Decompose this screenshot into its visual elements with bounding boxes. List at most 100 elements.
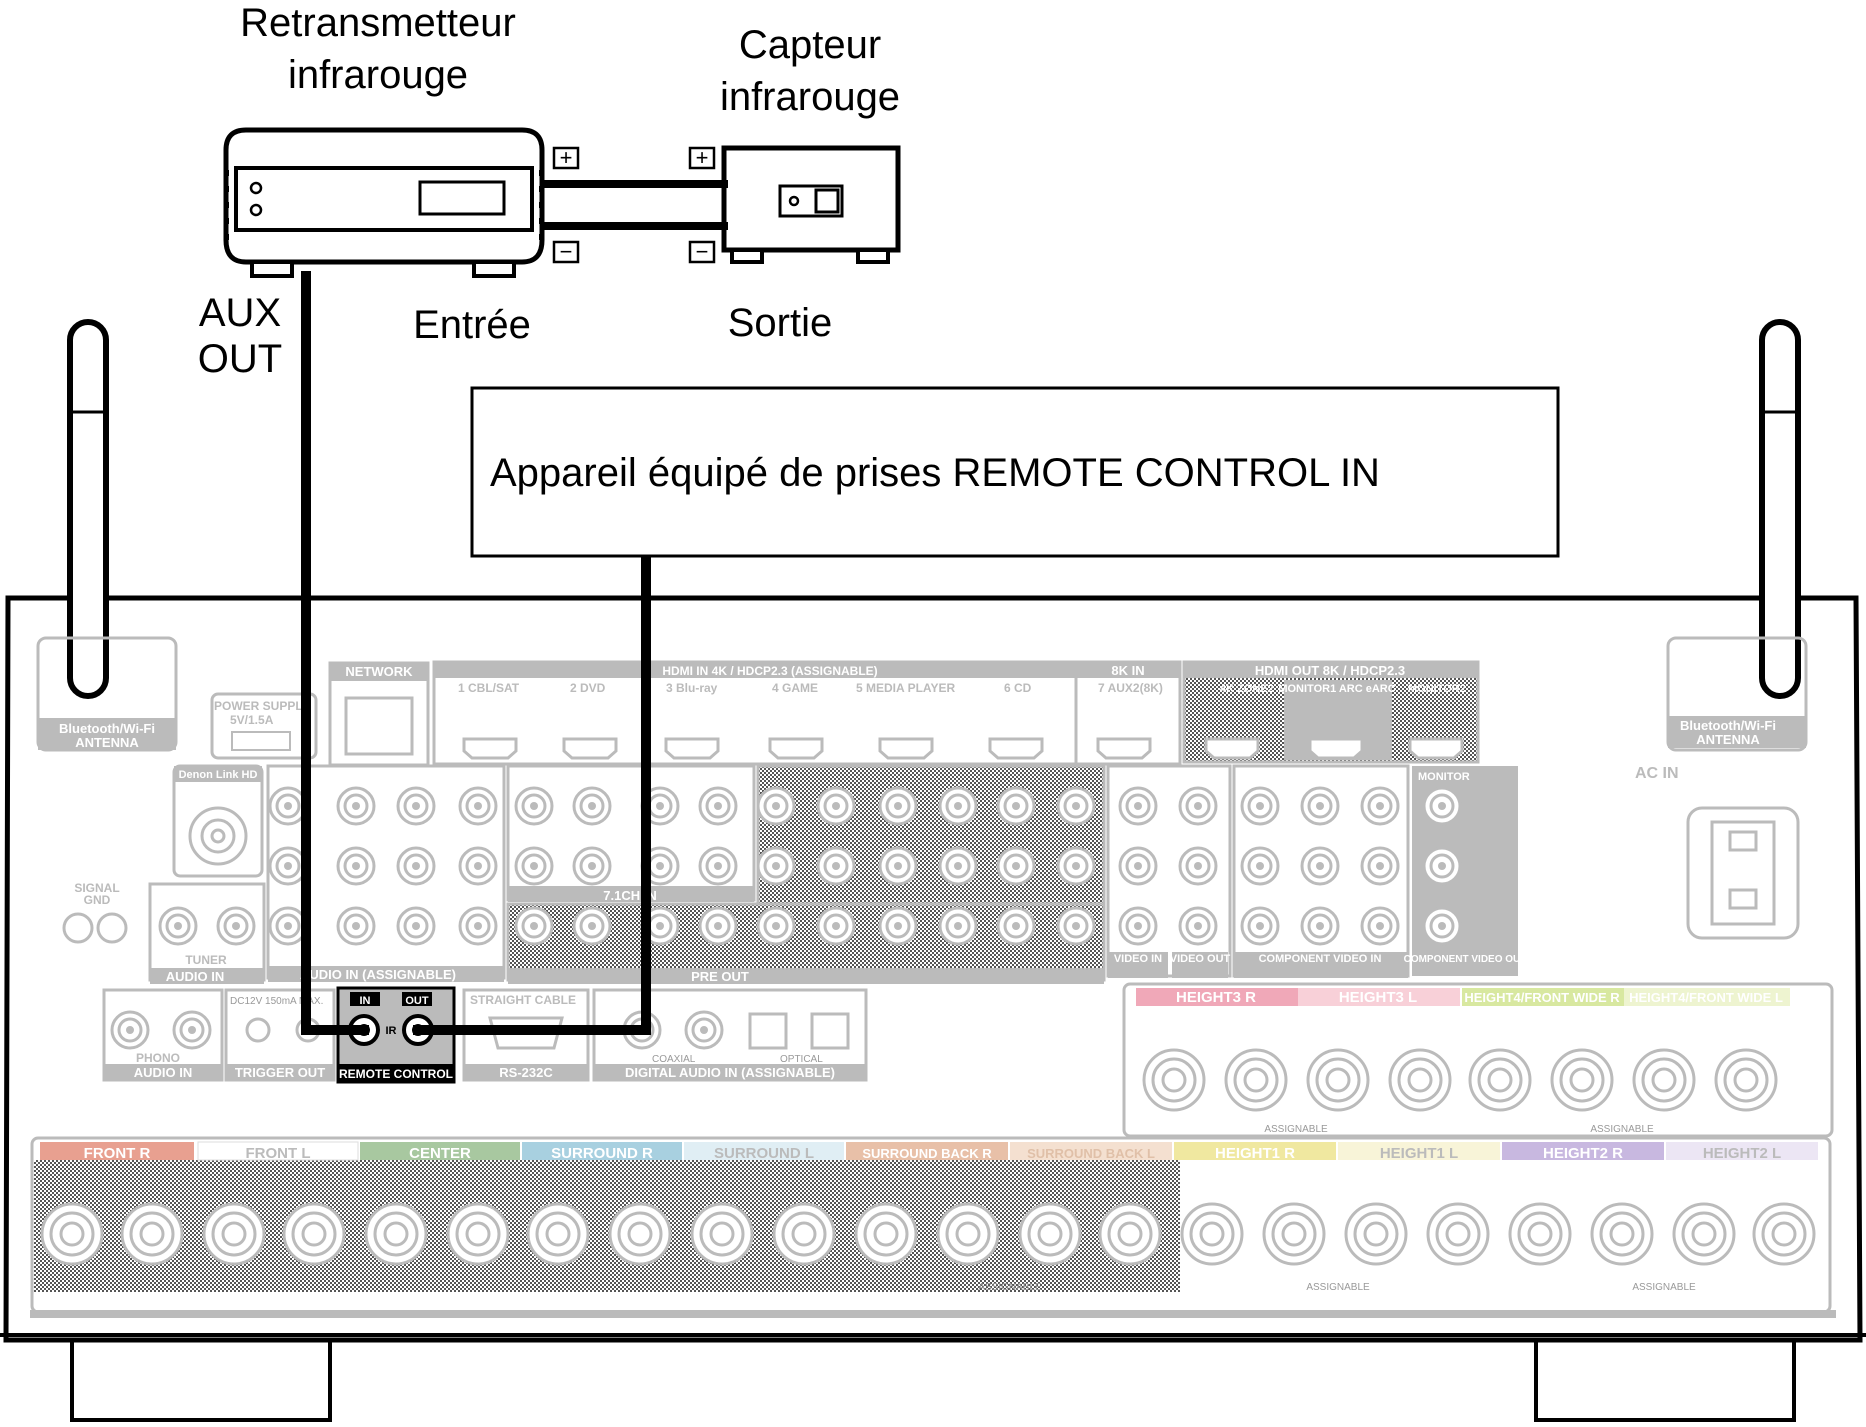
network-section: NETWORK POWER SUPPLY 5V/1.5A Denon Link … — [62, 661, 430, 944]
svg-text:AUDIO IN: AUDIO IN — [166, 969, 225, 984]
svg-text:IR: IR — [386, 1025, 397, 1037]
ac-in-label: AC IN — [1635, 765, 1679, 782]
terminal-markers: + − + − — [552, 145, 716, 264]
svg-text:HEIGHT2 R: HEIGHT2 R — [1543, 1145, 1623, 1162]
svg-text:HEIGHT4/FRONT WIDE R: HEIGHT4/FRONT WIDE R — [1464, 990, 1620, 1005]
svg-text:DC12V 150mA MAX.: DC12V 150mA MAX. — [230, 996, 323, 1007]
svg-text:SURROUND BACK R: SURROUND BACK R — [862, 1146, 992, 1161]
svg-text:Denon Link HD: Denon Link HD — [179, 769, 258, 781]
device-box-label: Appareil équipé de prises REMOTE CONTROL… — [490, 451, 1380, 495]
svg-text:GND: GND — [84, 893, 111, 907]
aux-out-to-remote-in-cable — [301, 271, 369, 1035]
svg-text:MONITOR: MONITOR — [1418, 771, 1470, 783]
svg-text:VIDEO OUT: VIDEO OUT — [1170, 953, 1231, 965]
svg-text:TRIGGER OUT: TRIGGER OUT — [235, 1065, 325, 1080]
svg-text:ASSIGNABLE: ASSIGNABLE — [1264, 1124, 1328, 1135]
svg-text:VIDEO IN: VIDEO IN — [1114, 953, 1162, 965]
ir-retransmitter-label: Retransmetteur — [240, 1, 516, 45]
svg-text:HEIGHT3 L: HEIGHT3 L — [1339, 989, 1417, 1006]
svg-text:ASSIGNABLE: ASSIGNABLE — [1632, 1282, 1696, 1293]
svg-text:HEIGHT4/FRONT WIDE L: HEIGHT4/FRONT WIDE L — [1629, 990, 1783, 1005]
hdmi-in-section: HDMI IN 4K / HDCP2.3 (ASSIGNABLE) 1 CBL/… — [432, 660, 1182, 766]
svg-text:HEIGHT1 L: HEIGHT1 L — [1380, 1145, 1458, 1162]
left-antenna: Bluetooth/Wi-Fi ANTENNA — [36, 319, 178, 752]
svg-text:COMPONENT VIDEO IN: COMPONENT VIDEO IN — [1259, 953, 1382, 965]
svg-text:HEIGHT3 R: HEIGHT3 R — [1176, 989, 1256, 1006]
svg-text:PHONO: PHONO — [136, 1051, 180, 1065]
svg-text:RS-232C: RS-232C — [499, 1065, 553, 1080]
lower-left-sockets: AUDIO IN PHONO TRIGGER OUT DC12V 150mA M… — [102, 988, 868, 1082]
svg-text:5 MEDIA PLAYER: 5 MEDIA PLAYER — [856, 681, 955, 695]
left-foot — [70, 1338, 332, 1422]
cables — [301, 180, 728, 1035]
svg-text:POWER SUPPLY: POWER SUPPLY — [214, 699, 310, 713]
pre-out-block: 7.1CH IN PRE OUT — [506, 764, 1106, 984]
svg-text:SURROUND L: SURROUND L — [714, 1145, 814, 1162]
svg-text:4 GAME: 4 GAME — [772, 681, 818, 695]
hdmi-out-section: HDMI OUT 8K / HDCP2.3 MONITOR1 ARC eARC … — [1182, 660, 1480, 764]
remote-out-to-device-cable — [413, 551, 651, 1035]
svg-text:NETWORK: NETWORK — [345, 664, 413, 679]
svg-text:8K IN: 8K IN — [1111, 663, 1144, 678]
svg-text:COMPONENT VIDEO OUT: COMPONENT VIDEO OUT — [1404, 954, 1527, 965]
svg-text:SIGNAL: SIGNAL — [74, 881, 119, 895]
remote-control-label: REMOTE CONTROL — [339, 1067, 453, 1081]
svg-text:PRE OUT: PRE OUT — [691, 969, 749, 984]
svg-text:FRONT L: FRONT L — [246, 1145, 311, 1162]
output-label: Sortie — [728, 301, 833, 345]
svg-text:ASSIGNABLE: ASSIGNABLE — [978, 1282, 1042, 1293]
svg-text:OUT: OUT — [405, 995, 429, 1007]
svg-text:−: − — [696, 239, 709, 264]
video-section: VIDEO IN VIDEO OUT COMPONENT VIDEO IN MO… — [1106, 764, 1527, 978]
svg-text:infrarouge: infrarouge — [720, 75, 900, 119]
lower-speaker-terminals: FRONT R FRONT L CENTER SURROUND R SURROU… — [30, 1136, 1832, 1314]
svg-text:TUNER: TUNER — [185, 953, 227, 967]
svg-text:7 AUX2(8K): 7 AUX2(8K) — [1098, 681, 1163, 695]
input-label: Entrée — [413, 303, 531, 347]
svg-text:FRONT R: FRONT R — [84, 1145, 151, 1162]
aux-out-label: AUX — [199, 291, 281, 335]
svg-text:CENTER: CENTER — [409, 1145, 471, 1162]
svg-text:HEIGHT1 R: HEIGHT1 R — [1215, 1145, 1295, 1162]
svg-text:COAXIAL: COAXIAL — [652, 1054, 696, 1065]
svg-text:3 Blu-ray: 3 Blu-ray — [666, 681, 718, 695]
ir-sensor-label: Capteur — [739, 23, 881, 67]
svg-text:AUDIO IN (ASSIGNABLE): AUDIO IN (ASSIGNABLE) — [300, 967, 456, 982]
svg-text:HEIGHT2 L: HEIGHT2 L — [1703, 1145, 1781, 1162]
svg-text:6 CD: 6 CD — [1004, 681, 1032, 695]
antenna-label-left: Bluetooth/Wi-Fi — [59, 721, 155, 736]
ir-sensor-device — [721, 145, 901, 264]
svg-text:MONITOR2: MONITOR2 — [1408, 683, 1466, 695]
svg-text:infrarouge: infrarouge — [288, 53, 468, 97]
svg-text:2 DVD: 2 DVD — [570, 681, 606, 695]
svg-text:4K ZONE2: 4K ZONE2 — [1220, 683, 1274, 695]
svg-text:−: − — [560, 239, 573, 264]
svg-text:AUDIO IN: AUDIO IN — [134, 1065, 193, 1080]
svg-text:+: + — [560, 145, 573, 170]
svg-text:5V/1.5A: 5V/1.5A — [230, 713, 274, 727]
right-antenna: Bluetooth/Wi-Fi ANTENNA AC IN — [1635, 319, 1808, 940]
svg-text:SURROUND R: SURROUND R — [551, 1145, 653, 1162]
svg-text:IN: IN — [360, 995, 371, 1007]
audio-in-block: AUDIO IN (ASSIGNABLE) AUDIO IN TUNER — [148, 764, 506, 984]
svg-text:ANTENNA: ANTENNA — [1696, 732, 1760, 747]
svg-text:ANTENNA: ANTENNA — [75, 735, 139, 750]
svg-text:ASSIGNABLE: ASSIGNABLE — [1306, 1282, 1370, 1293]
ir-retransmitter-device — [223, 127, 545, 278]
antenna-label-right: Bluetooth/Wi-Fi — [1680, 718, 1776, 733]
svg-text:OPTICAL: OPTICAL — [780, 1054, 823, 1065]
svg-text:ASSIGNABLE: ASSIGNABLE — [1590, 1124, 1654, 1135]
svg-text:+: + — [696, 145, 709, 170]
svg-text:MONITOR1 ARC eARC: MONITOR1 ARC eARC — [1278, 683, 1395, 695]
upper-speaker-terminals: HEIGHT3 R HEIGHT3 L HEIGHT4/FRONT WIDE R… — [1122, 982, 1834, 1138]
right-foot — [1534, 1338, 1796, 1422]
svg-text:OUT: OUT — [198, 337, 282, 381]
svg-text:1 CBL/SAT: 1 CBL/SAT — [458, 681, 520, 695]
svg-text:HDMI IN 4K / HDCP2.3 (ASSIGNAB: HDMI IN 4K / HDCP2.3 (ASSIGNABLE) — [662, 664, 877, 678]
svg-text:HDMI OUT 8K / HDCP2.3: HDMI OUT 8K / HDCP2.3 — [1255, 663, 1405, 678]
remote-control-in-device-box: Appareil équipé de prises REMOTE CONTROL… — [470, 386, 1560, 558]
svg-text:SPEAKERS: SPEAKERS — [921, 1297, 1004, 1314]
svg-text:SURROUND BACK L: SURROUND BACK L — [1027, 1146, 1155, 1161]
svg-text:STRAIGHT CABLE: STRAIGHT CABLE — [470, 993, 576, 1007]
